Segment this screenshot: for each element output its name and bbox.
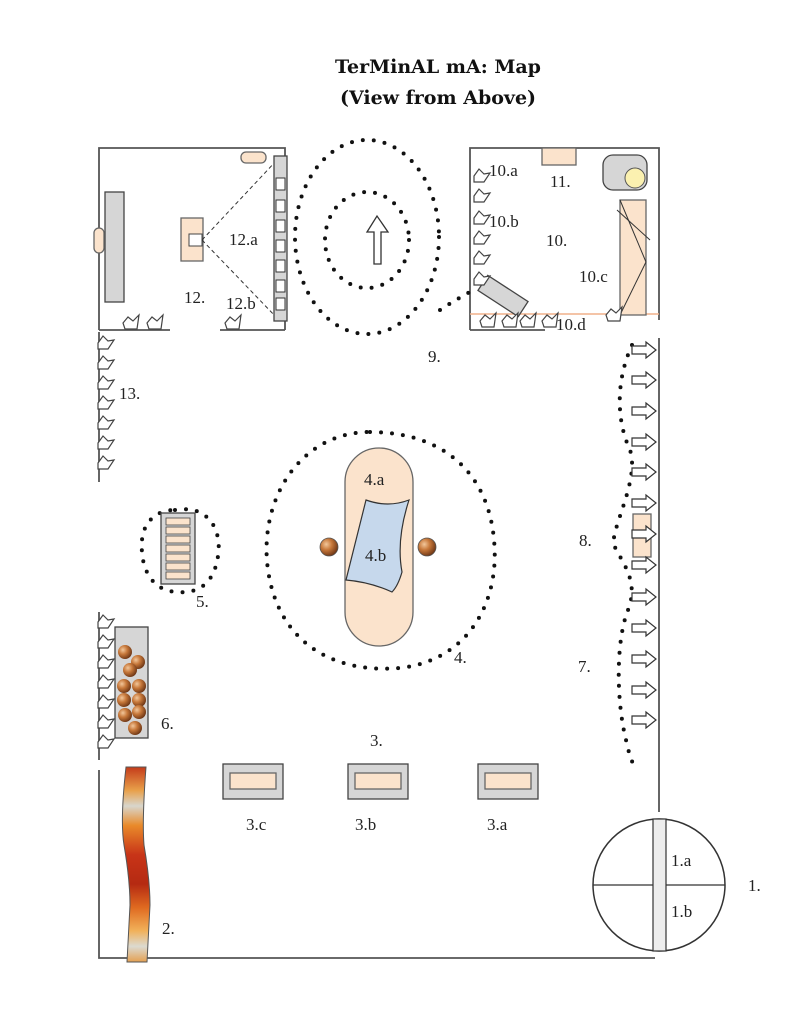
shoe-icon bbox=[224, 314, 242, 330]
area-13 bbox=[97, 335, 115, 470]
label-10: 10. bbox=[546, 231, 567, 250]
label-11: 11. bbox=[550, 172, 571, 191]
label-9: 9. bbox=[428, 347, 441, 366]
label-4b: 4.b bbox=[365, 546, 386, 565]
shoe-icon bbox=[97, 395, 115, 410]
right-arrow-icon bbox=[631, 619, 657, 637]
label-3a: 3.a bbox=[487, 815, 508, 834]
shoe-icon bbox=[473, 230, 491, 245]
area-2 bbox=[121, 766, 151, 963]
balls bbox=[117, 645, 146, 735]
area-5 bbox=[139, 507, 221, 595]
label-4: 4. bbox=[454, 648, 467, 667]
area-7-8 bbox=[611, 341, 657, 772]
shoe-icon bbox=[473, 210, 491, 225]
right-arrow-icon bbox=[631, 371, 657, 389]
screen-slots bbox=[275, 177, 286, 311]
label-12: 12. bbox=[184, 288, 205, 307]
area-10 bbox=[473, 147, 651, 328]
right-arrow-icon bbox=[631, 556, 657, 574]
shoe-icon bbox=[97, 455, 115, 470]
light-left bbox=[319, 537, 339, 557]
right-arrow-icon bbox=[631, 341, 657, 359]
map-title: TerMinAL mA: Map bbox=[335, 56, 541, 78]
label-1a: 1.a bbox=[671, 851, 692, 870]
shoe-icon bbox=[473, 168, 491, 183]
shoe-icon bbox=[97, 694, 115, 709]
light-right bbox=[417, 537, 437, 557]
label-10c: 10.c bbox=[579, 267, 608, 286]
shoe-icon bbox=[146, 314, 164, 330]
label-7: 7. bbox=[578, 657, 591, 676]
label-12a: 12.a bbox=[229, 230, 258, 249]
shoe-icon bbox=[97, 654, 115, 669]
shoe-icon bbox=[122, 314, 140, 330]
cabinet-10c bbox=[619, 199, 647, 316]
label-8: 8. bbox=[579, 531, 592, 550]
right-arrow-icon bbox=[631, 588, 657, 606]
label-10b: 10.b bbox=[489, 212, 519, 231]
label-10a: 10.a bbox=[489, 161, 518, 180]
area-12 bbox=[93, 151, 288, 330]
shoe-icon bbox=[97, 614, 115, 629]
shoe-icon bbox=[501, 312, 519, 328]
shoe-icon bbox=[97, 335, 115, 350]
screen-4b bbox=[345, 498, 410, 593]
label-3: 3. bbox=[370, 731, 383, 750]
right-arrow-icon bbox=[631, 494, 657, 512]
right-arrow-icon bbox=[631, 650, 657, 668]
bench bbox=[104, 191, 125, 303]
shoe-icon bbox=[519, 312, 537, 328]
label-2: 2. bbox=[162, 919, 175, 938]
right-arrow-icon bbox=[631, 711, 657, 729]
area-9 bbox=[293, 138, 472, 336]
shoe-icon bbox=[97, 415, 115, 430]
shoe-icon bbox=[97, 734, 115, 749]
shoe-icon bbox=[605, 306, 623, 322]
shoe-icon bbox=[97, 435, 115, 450]
shoe-icon bbox=[479, 312, 497, 328]
shoe-icon bbox=[473, 250, 491, 265]
up-arrow-icon bbox=[365, 214, 390, 265]
shoe-icon bbox=[97, 375, 115, 390]
label-5: 5. bbox=[196, 592, 209, 611]
item-11-box bbox=[541, 147, 577, 166]
label-4a: 4.a bbox=[364, 470, 385, 489]
map-subtitle: (View from Above) bbox=[340, 87, 536, 109]
label-6: 6. bbox=[161, 714, 174, 733]
shoe-icon bbox=[97, 674, 115, 689]
right-arrow-icon bbox=[631, 681, 657, 699]
label-1: 1. bbox=[748, 876, 761, 895]
heat-strip bbox=[121, 766, 151, 963]
label-3c: 3.c bbox=[246, 815, 267, 834]
label-1b: 1.b bbox=[671, 902, 692, 921]
label-3b: 3.b bbox=[355, 815, 376, 834]
right-arrow-icon bbox=[631, 433, 657, 451]
area-3 bbox=[222, 763, 539, 800]
label-10d: 10.d bbox=[556, 315, 586, 334]
area-1 bbox=[592, 818, 726, 952]
cushion-top bbox=[240, 151, 267, 164]
area-6 bbox=[97, 614, 149, 749]
shoe-icon bbox=[473, 188, 491, 203]
shoe-icon bbox=[97, 355, 115, 370]
cushion bbox=[93, 227, 105, 254]
label-13: 13. bbox=[119, 384, 140, 403]
shoe-icon bbox=[97, 714, 115, 729]
shoe-icon bbox=[97, 634, 115, 649]
label-12b: 12.b bbox=[226, 294, 256, 313]
area-4 bbox=[264, 429, 497, 671]
right-arrow-icon bbox=[631, 402, 657, 420]
right-arrow-icon bbox=[631, 463, 657, 481]
